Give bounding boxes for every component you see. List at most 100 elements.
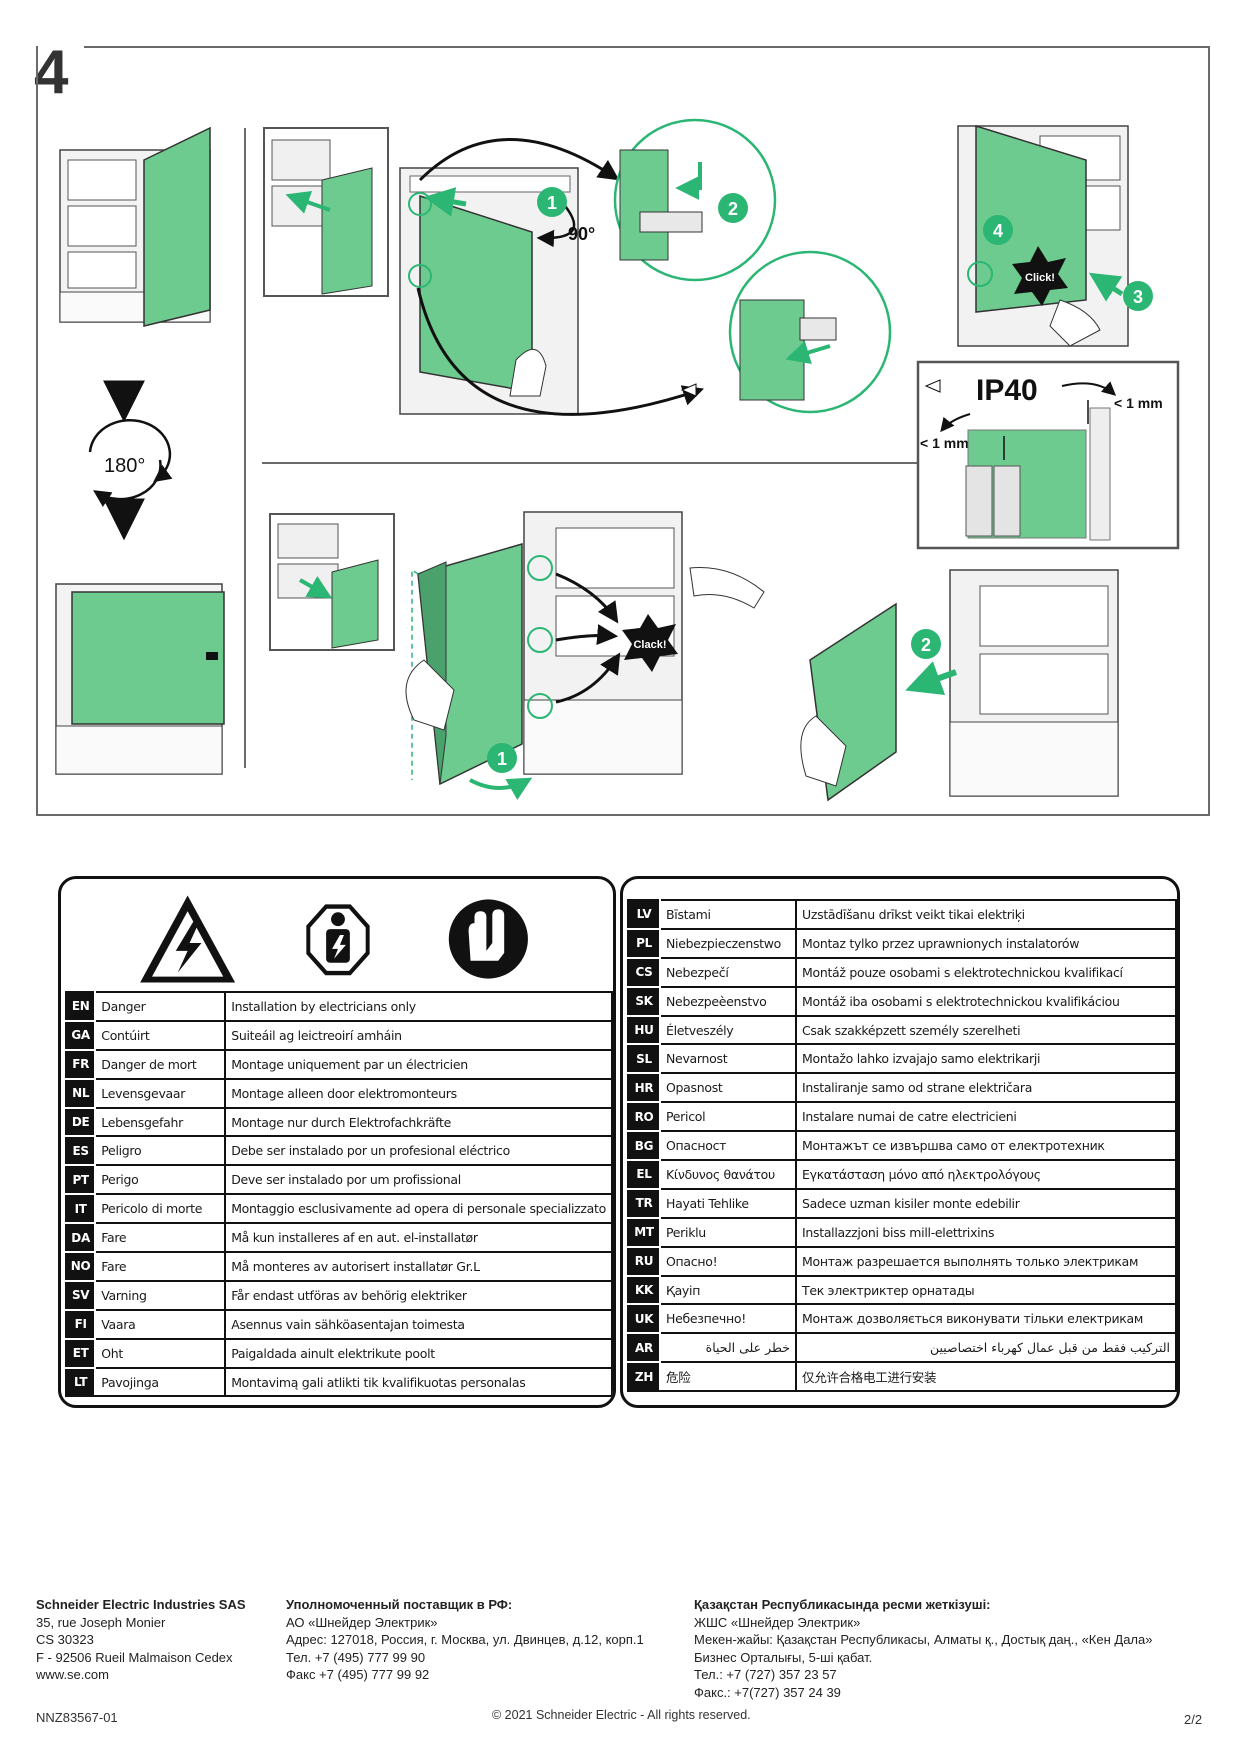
language-code: ZH <box>627 1361 661 1393</box>
hazard-word: Bīstami <box>659 899 797 930</box>
callout-2-top: 2 <box>718 193 748 223</box>
footer-line: Тел.: +7 (727) 357 23 57 <box>694 1667 837 1682</box>
instruction-text: Монтаж разрешается выполнять только элек… <box>795 1245 1177 1277</box>
document-code: NNZ83567-01 <box>36 1710 118 1725</box>
svg-text:1: 1 <box>547 193 557 213</box>
footer-supplier-kz: Қазақстан Республикасында ресми жеткізуш… <box>694 1596 1214 1701</box>
instruction-text: Må kun installeres af en aut. el-install… <box>224 1222 613 1254</box>
language-code: FI <box>64 1308 97 1340</box>
svg-text:2: 2 <box>921 635 931 655</box>
instruction-text: Paigaldada ainult elektrikute poolt <box>224 1337 613 1369</box>
language-code: TR <box>627 1187 661 1219</box>
instruction-text: التركيب فقط من قبل عمال كهرباء اختصاصيين <box>795 1332 1177 1364</box>
ip40-gap-detail: IP40 < 1 mm < 1 mm <box>916 360 1180 550</box>
instruction-text: Instalare numai de catre electricieni <box>795 1101 1177 1133</box>
thumbnail-top <box>263 127 389 297</box>
footer-line: Факс +7 (495) 777 99 92 <box>286 1667 430 1682</box>
svg-text:1: 1 <box>497 749 507 769</box>
svg-text:2: 2 <box>728 199 738 219</box>
instruction-text: Montaz tylko przez uprawnionych instalat… <box>795 927 1177 959</box>
footer-supplier-ru-heading: Уполномоченный поставщик в РФ: <box>286 1597 513 1612</box>
hazard-word: Varning <box>94 1279 227 1311</box>
hazard-word: Hayati Tehlike <box>659 1187 797 1219</box>
language-code: RO <box>627 1101 661 1133</box>
hazard-word: Oht <box>94 1337 227 1369</box>
instruction-text: Montage uniquement par un électricien <box>224 1048 613 1080</box>
callout-1-bottom: 1 <box>487 743 517 773</box>
footer-line: Тел. +7 (495) 777 99 90 <box>286 1649 426 1665</box>
footer-line: F - 92506 Rueil Malmaison Cedex <box>36 1649 233 1665</box>
hazard-word: Lebensgefahr <box>94 1106 227 1138</box>
language-code: ES <box>64 1135 97 1167</box>
angle-label: 90° <box>568 224 595 244</box>
hazard-word: Небезпечно! <box>659 1303 797 1335</box>
rotation-label: 180° <box>104 455 145 477</box>
language-code: HU <box>627 1014 661 1046</box>
language-code: EL <box>627 1159 661 1190</box>
language-code: EN <box>64 991 97 1022</box>
footer-supplier-ru: Уполномоченный поставщик в РФ: АО «Шнейд… <box>286 1596 706 1684</box>
clack-label: Clack! <box>633 639 666 651</box>
hinge-detail-bottom <box>680 250 892 414</box>
footer-website-link[interactable]: www.se.com <box>36 1667 109 1682</box>
language-code: PL <box>627 927 661 959</box>
hazard-word: Pericol <box>659 1101 797 1133</box>
language-code: SK <box>627 985 661 1017</box>
footer-supplier-kz-heading: Қазақстан Республикасында ресми жеткізуш… <box>694 1597 991 1612</box>
step-frame-top-rule <box>84 46 1210 48</box>
footer-manufacturer-heading: Schneider Electric Industries SAS <box>36 1597 246 1612</box>
ip-rating-label: IP40 <box>976 374 1038 407</box>
language-code: FR <box>64 1048 97 1080</box>
callout-4-top-right: 4 <box>983 215 1013 245</box>
instruction-text: Får endast utföras av behörig elektriker <box>224 1279 613 1311</box>
language-code: DE <box>64 1106 97 1138</box>
step-divider-vertical <box>244 128 246 768</box>
language-code: AR <box>627 1332 661 1364</box>
callout-2-bottom-right: 2 <box>911 629 941 659</box>
language-code: RU <box>627 1245 661 1277</box>
hazard-word: Nebezpečí <box>659 956 797 988</box>
hazard-word: Опасно! <box>659 1245 797 1277</box>
instruction-text: Монтажът се извършва само от електротехн… <box>795 1130 1177 1162</box>
hazard-word: Danger <box>94 991 227 1022</box>
hazard-word: Nevarnost <box>659 1043 797 1075</box>
language-code: NO <box>64 1251 97 1282</box>
language-code: LT <box>64 1366 97 1398</box>
hazard-word: Опасност <box>659 1130 797 1162</box>
click-label: Click! <box>1025 272 1055 284</box>
instruction-text: Montavimą gali atlikti tik kvalifikuotas… <box>224 1366 613 1398</box>
hazard-word: 危险 <box>659 1361 797 1393</box>
instruction-text: Debe ser instalado por un profesional el… <box>224 1135 613 1167</box>
door-click-right: Click! <box>957 124 1129 347</box>
hazard-word: Periklu <box>659 1216 797 1248</box>
instruction-text: Installazzjoni biss mill-elettrixins <box>795 1216 1177 1248</box>
step-frame <box>36 46 1210 816</box>
footer-line: ЖШС «Шнейдер Электрик» <box>694 1614 861 1630</box>
callout-1-top: 1 <box>537 187 567 217</box>
hazard-word: خطر على الحياة <box>659 1332 797 1364</box>
instruction-text: Suiteáil ag leictreoirí amháin <box>224 1019 613 1051</box>
instruction-text: Asennus vain sähköasentajan toimesta <box>224 1308 613 1340</box>
language-code: PT <box>64 1164 97 1196</box>
svg-text:3: 3 <box>1133 287 1143 307</box>
instruction-text: Sadece uzman kisiler monte edebilir <box>795 1187 1177 1219</box>
language-code: KK <box>627 1274 661 1306</box>
language-code: GA <box>64 1019 97 1051</box>
gap-label-right: < 1 mm <box>1114 395 1163 411</box>
footer-line: CS 30323 <box>36 1632 94 1647</box>
language-code: MT <box>627 1216 661 1248</box>
instruction-text: Montage nur durch Elektrofachkräfte <box>224 1106 613 1138</box>
